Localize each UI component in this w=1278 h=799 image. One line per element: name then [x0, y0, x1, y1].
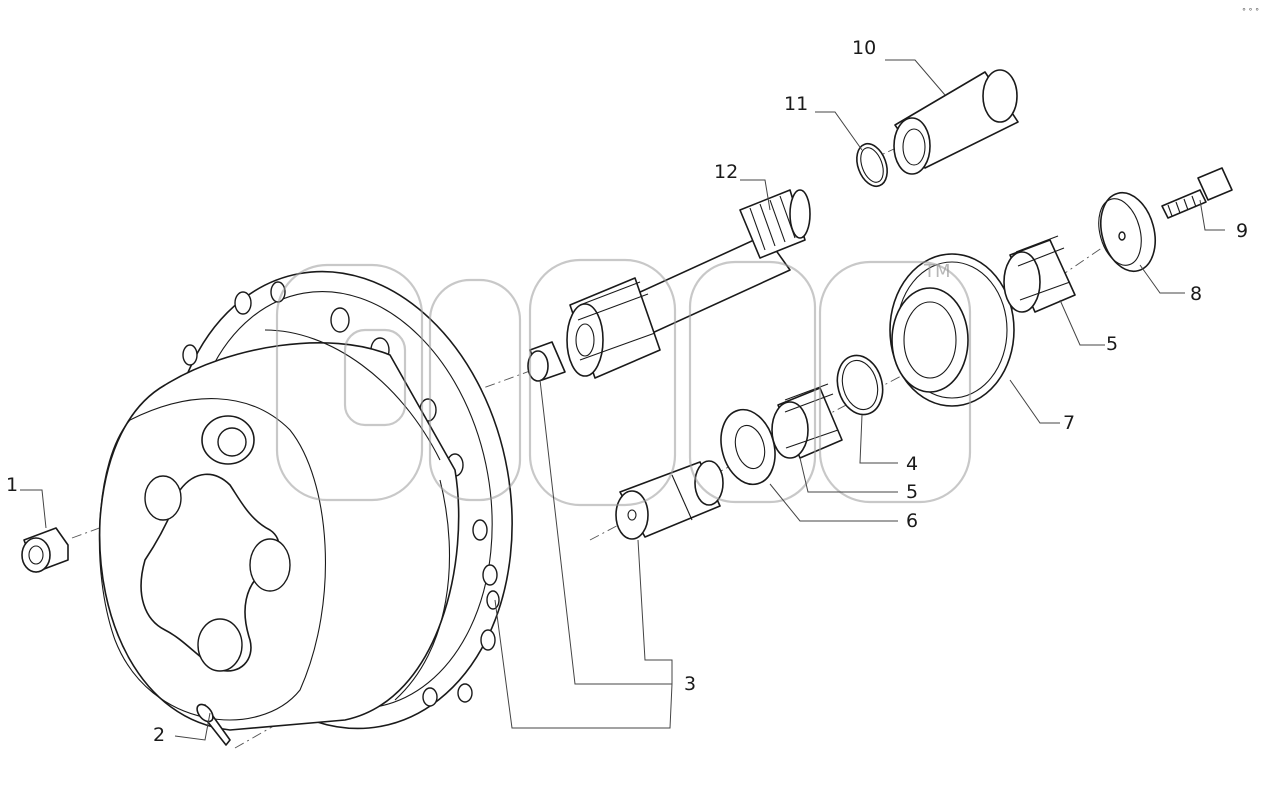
part-11-ring	[856, 142, 888, 188]
part-4-snap-ring	[836, 354, 884, 416]
callout-6: 6	[906, 510, 918, 532]
part-5-gear-lower	[771, 383, 843, 459]
leader-lines	[20, 59, 1225, 741]
part-9-bolt	[1161, 167, 1233, 219]
callout-4: 4	[906, 453, 918, 475]
callout-12: 12	[714, 161, 738, 183]
callout-10: 10	[852, 37, 876, 59]
part-10-sleeve	[893, 69, 1019, 175]
watermark: TM	[275, 258, 972, 507]
callout-5-lower: 5	[906, 481, 918, 503]
hub-housing	[98, 270, 513, 731]
callout-3: 3	[684, 673, 696, 695]
callout-2: 2	[153, 724, 165, 746]
callouts: 1 2 3 4 5 5 6 7 8 9 10 11 12	[6, 37, 1248, 746]
callout-8: 8	[1190, 283, 1202, 305]
corner-mark: ° ° °	[1242, 7, 1259, 16]
part-8-disc	[1098, 191, 1156, 273]
part-6-roller-pin	[615, 460, 724, 540]
part-1-plug	[21, 527, 69, 573]
callout-7: 7	[1063, 412, 1075, 434]
callout-9: 9	[1236, 220, 1248, 242]
part-washer	[720, 408, 776, 486]
callout-11: 11	[784, 93, 808, 115]
flange-bolt-holes	[182, 281, 500, 707]
part-3-pin	[527, 341, 566, 382]
callout-5-upper: 5	[1106, 333, 1118, 355]
part-7-gear	[889, 253, 1015, 407]
part-12-shaft	[566, 189, 811, 379]
part-5-gear-upper	[1003, 235, 1076, 313]
watermark-tm: TM	[923, 261, 951, 282]
callout-1: 1	[6, 474, 18, 496]
